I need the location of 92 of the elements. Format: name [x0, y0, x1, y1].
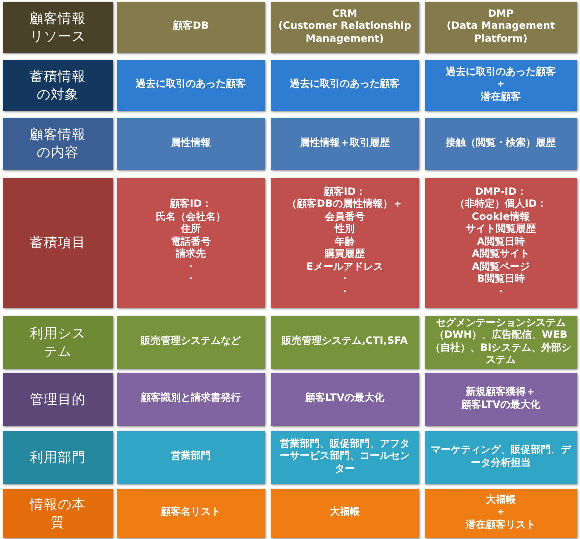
table-cell — [117, 373, 265, 426]
table-cell — [117, 489, 265, 538]
cell-text: 性別 — [335, 224, 355, 236]
row-header-cell — [3, 316, 113, 369]
table-cell — [425, 2, 577, 53]
cell-text: マーケティング、販促部門、データ分析担当 — [430, 445, 572, 470]
cell-text: 顧客ID： — [324, 186, 366, 198]
table-cell — [271, 489, 419, 538]
row-header-text: 利用部門 — [30, 448, 86, 466]
row-header-text: 蓄積項目 — [30, 234, 86, 252]
table-cell — [271, 178, 419, 308]
cell-text: 営業部門、販促部門、アフターサービス部門、コールセンター — [279, 438, 411, 476]
table-cell — [271, 60, 419, 111]
row-header-cell — [3, 431, 113, 484]
table-cell — [425, 178, 577, 308]
cell-text: A閲覧ページ — [472, 262, 530, 274]
cell-text: サイト閲覧履歴 — [466, 224, 536, 236]
cell-text: 顧客名リスト — [161, 507, 221, 520]
cell-text: （顧客DBの属性情報）＋ — [287, 199, 403, 212]
cell-text: 電話番号 — [171, 236, 211, 248]
row-header-text: 情報の本質 — [30, 496, 86, 532]
row-header-text: 蓄積情報の対象 — [30, 68, 86, 104]
cell-text: 営業部門 — [171, 451, 211, 464]
table-cell — [271, 2, 419, 53]
cell-text: 属性情報 — [171, 138, 211, 150]
cell-text: 属性情報＋取引履歴 — [300, 138, 390, 150]
cell-text: 顧客識別と請求書発行 — [141, 393, 241, 406]
table-cell — [425, 60, 577, 111]
cell-text: CRM — [332, 8, 358, 21]
cell-text: 住所 — [181, 224, 201, 236]
row-header-cell — [3, 118, 113, 170]
cell-text: 年齢 — [335, 236, 355, 248]
cell-text: セグメンテーションシステム（DWH）、広告配信、WEB（自社）、BIシステム、外部システム — [430, 318, 572, 368]
table-cell — [271, 316, 419, 369]
cell-text: 氏名（会社名） — [156, 212, 226, 224]
cell-text: (Customer Relationship Management) — [278, 21, 412, 46]
cell-text: ＋ — [496, 79, 506, 91]
cell-text: DMP — [488, 8, 514, 22]
cell-text: Eメールアドレス — [306, 262, 384, 274]
cell-text: ・ — [340, 286, 350, 300]
row-header-cell — [3, 373, 113, 426]
cell-text: 顧客DB — [173, 21, 209, 34]
table-cell — [271, 431, 419, 484]
table-cell — [117, 178, 265, 308]
cell-text: DMP-ID： — [475, 186, 527, 198]
cell-text: 潜在顧客 — [481, 92, 521, 104]
cell-text: Cookie情報 — [472, 212, 530, 224]
cell-text: （非特定）個人ID： — [454, 199, 548, 212]
row-header-cell — [3, 2, 113, 53]
cell-text: 過去に取引のあった顧客 — [446, 66, 556, 80]
table-cell — [425, 373, 577, 426]
table-cell — [117, 2, 265, 53]
table-cell — [425, 431, 577, 484]
cell-text: 潜在顧客リスト — [466, 520, 536, 532]
table-cell — [117, 316, 265, 369]
table-cell — [117, 118, 265, 170]
cell-text: 過去に取引のあった顧客 — [136, 79, 246, 92]
cell-text: 顧客LTVの最大化 — [305, 393, 385, 406]
cell-text: A閲覧日時 — [477, 236, 525, 248]
row-header-cell — [3, 489, 113, 538]
table-cell — [117, 60, 265, 111]
cell-text: A閲覧サイト — [472, 249, 530, 262]
table-cell — [117, 431, 265, 484]
row-header-text: 顧客情報リソース — [30, 10, 86, 46]
row-header-text: 管理目的 — [30, 390, 86, 408]
cell-text: 請求先 — [176, 249, 206, 262]
cell-text: 大福帳 — [330, 507, 360, 520]
cell-text: 新規顧客獲得＋ — [466, 387, 536, 399]
table-cell — [271, 373, 419, 426]
table-cell — [425, 489, 577, 538]
cell-text: 会員番号 — [325, 212, 365, 224]
cell-text: ・ — [186, 262, 196, 274]
cell-text: ・ — [186, 274, 196, 287]
row-header-cell — [3, 60, 113, 111]
cell-text: ＋ — [496, 507, 506, 519]
cell-text: B閲覧日時 — [477, 274, 525, 287]
row-header-cell — [3, 178, 113, 308]
row-header-text: 顧客情報の内容 — [30, 126, 86, 162]
cell-text: 過去に取引のあった顧客 — [290, 79, 400, 92]
table-cell — [425, 118, 577, 170]
cell-text: 顧客ID： — [170, 199, 212, 212]
cell-text: ・ — [340, 274, 350, 287]
cell-text: 販売管理システム,CTI,SFA — [282, 336, 408, 349]
table-cell — [271, 118, 419, 170]
cell-text: ・ — [496, 286, 506, 300]
cell-text: 購買履歴 — [325, 249, 365, 262]
cell-text: 接触（閲覧・検索）履歴 — [446, 138, 556, 150]
cell-text: 販売管理システムなど — [141, 336, 241, 349]
row-header-text: 利用システム — [30, 324, 86, 360]
cell-text: 大福帳 — [486, 494, 516, 508]
cell-text: 顧客LTVの最大化 — [461, 400, 541, 412]
cell-text: (Data Management Platform) — [446, 21, 556, 46]
